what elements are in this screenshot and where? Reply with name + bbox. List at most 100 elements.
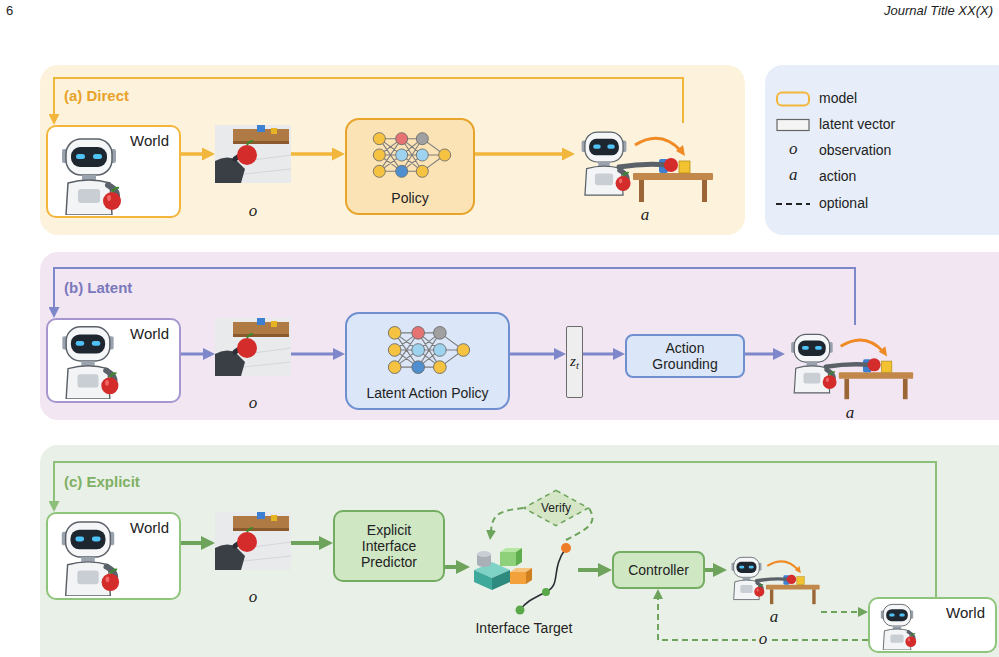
illustration-use xyxy=(731,557,819,604)
illustration xyxy=(215,318,291,376)
node-label: World xyxy=(946,604,985,621)
panel-heading: (b) Latent xyxy=(64,279,132,296)
connector xyxy=(445,565,460,569)
controller-box: Controller xyxy=(612,551,705,589)
node-label: Interface Target xyxy=(475,620,572,636)
legend-swatch xyxy=(776,91,812,107)
illustration xyxy=(727,551,821,605)
world-box: World xyxy=(46,125,181,218)
connector xyxy=(181,152,206,156)
connector xyxy=(54,462,936,597)
connector xyxy=(578,568,602,572)
node-label: o xyxy=(249,201,258,221)
illustration-use xyxy=(881,604,916,650)
illustration-use xyxy=(215,512,291,570)
illustration-use xyxy=(62,327,118,399)
connector xyxy=(583,353,617,356)
illustration xyxy=(215,512,291,570)
grounding-box: Action Grounding xyxy=(625,334,745,378)
illustration xyxy=(575,123,715,203)
action-symbol: a xyxy=(789,165,798,185)
panel-heading: (c) Explicit xyxy=(64,473,140,490)
connector xyxy=(745,353,777,356)
illustration-use xyxy=(388,327,469,374)
observation-symbol: o xyxy=(789,139,798,159)
node-label: Policy xyxy=(391,190,428,206)
illustration xyxy=(54,135,124,215)
world-box: World xyxy=(46,512,181,600)
node-label: o xyxy=(249,393,258,413)
panel-band: (a) DirectWorld o Policy a xyxy=(40,65,745,235)
connector xyxy=(291,541,323,545)
illustration-use xyxy=(582,132,713,202)
latent-vector: zt xyxy=(566,326,583,398)
connector xyxy=(566,508,592,540)
illustration-use xyxy=(373,133,450,178)
world-box: World xyxy=(868,597,997,653)
node-label: World xyxy=(130,132,169,149)
observation-image: o xyxy=(215,318,291,415)
legend-swatch xyxy=(776,196,812,212)
interface-target: Interface Target xyxy=(470,540,578,638)
network-icon xyxy=(383,322,475,378)
node-label: World xyxy=(130,519,169,536)
network-icon xyxy=(369,128,455,182)
connector xyxy=(291,353,337,356)
illustration-use xyxy=(474,543,571,615)
action-image: a xyxy=(575,123,715,227)
node-label: Controller xyxy=(628,562,689,578)
illustration-use xyxy=(791,334,913,399)
node-label: zt xyxy=(570,353,579,371)
connector xyxy=(475,152,566,156)
panel-heading: (a) Direct xyxy=(64,87,129,104)
illustration xyxy=(785,325,915,401)
panel-band: (b) LatentWorld o Latent Action Policy zt Ac… xyxy=(40,252,999,420)
latent-policy-box: Latent Action Policy xyxy=(345,312,510,410)
world-box: World xyxy=(46,318,181,403)
legend-text: observation xyxy=(819,142,891,158)
journal-title: Journal Title XX(X) xyxy=(884,3,993,18)
illustration-use xyxy=(62,139,121,215)
legend-text: latent vector xyxy=(819,116,895,132)
node-label: Latent Action Policy xyxy=(366,385,488,401)
illustration-use xyxy=(215,318,291,376)
node-label: a xyxy=(770,607,779,627)
node-label: World xyxy=(130,325,169,342)
action-image: a xyxy=(785,325,915,425)
illustration xyxy=(54,518,122,596)
illustration xyxy=(54,323,122,399)
connector xyxy=(821,611,861,613)
node-label: a xyxy=(846,403,855,423)
illustration-use xyxy=(62,522,119,596)
illustration xyxy=(215,125,291,183)
observation-image: o xyxy=(215,125,291,223)
illustration xyxy=(470,540,578,616)
illustration xyxy=(876,602,918,650)
observation-image: o xyxy=(215,512,291,609)
connector xyxy=(54,268,855,325)
verify-diamond: Verify xyxy=(523,490,589,526)
connector xyxy=(291,152,336,156)
connector xyxy=(705,568,717,572)
node-label: a xyxy=(641,205,650,225)
legend-swatch xyxy=(776,117,812,133)
node-label: o xyxy=(249,587,258,607)
legend-text: action xyxy=(819,168,856,184)
action-image: a xyxy=(727,551,821,629)
node-label: Verify xyxy=(541,501,571,515)
legend-text: model xyxy=(819,90,857,106)
node-label: Action Grounding xyxy=(641,340,729,372)
panel-band: (c) ExplicitWorld o Explicit Interface Pre… xyxy=(40,445,999,657)
node-label: Explicit Interface Predictor xyxy=(347,522,431,570)
page-number: 6 xyxy=(6,3,13,18)
connector xyxy=(181,353,207,356)
connector xyxy=(181,541,205,545)
connector xyxy=(510,353,558,356)
edge-label: o xyxy=(756,629,771,649)
policy-box: Policy xyxy=(345,118,475,215)
legend-text: optional xyxy=(819,195,868,211)
predictor-box: Explicit Interface Predictor xyxy=(333,510,445,582)
connector xyxy=(54,78,683,123)
illustration-use xyxy=(215,125,291,183)
connector xyxy=(491,508,523,533)
